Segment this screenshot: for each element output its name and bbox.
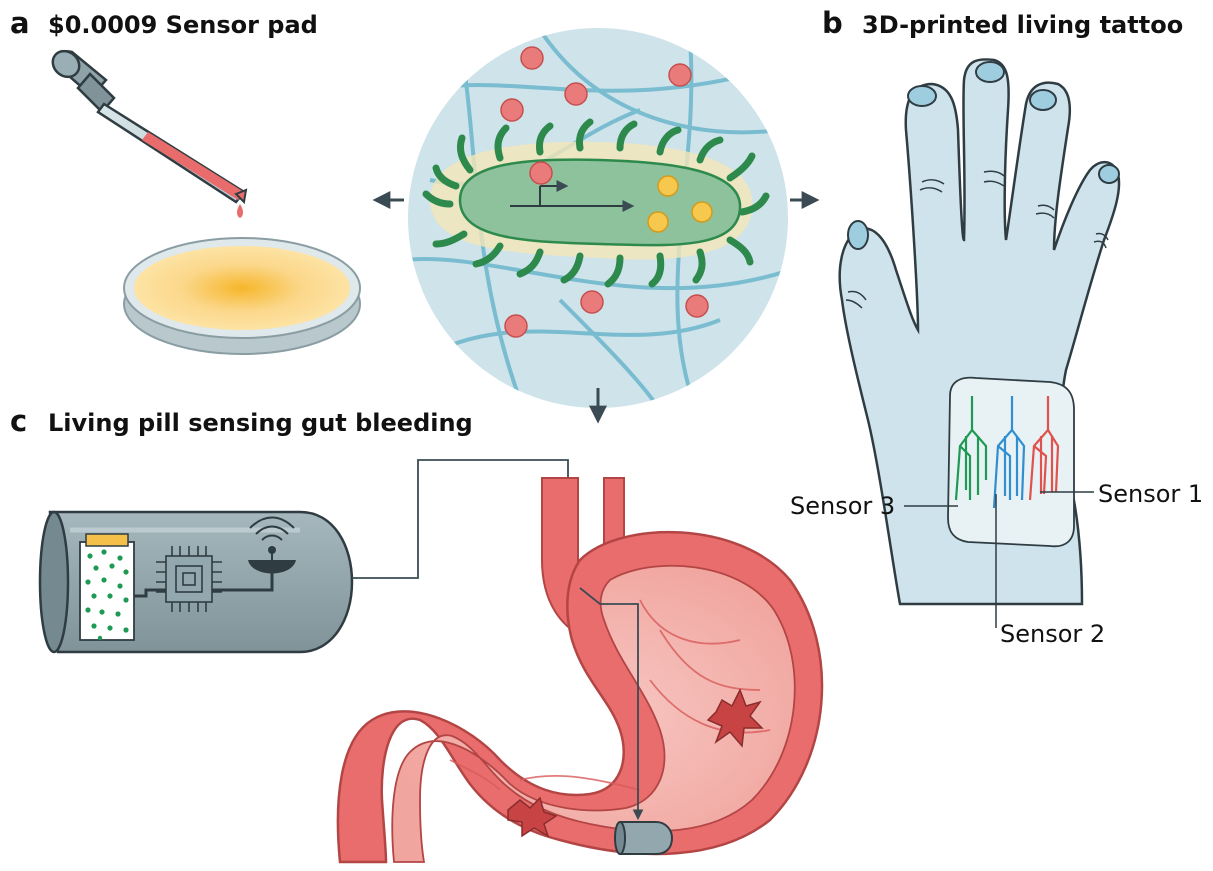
hand-icon [838,58,1121,628]
hydrogel-circle [408,28,788,408]
capsule-in-stomach-icon [614,821,674,855]
dropper-icon [51,49,248,218]
sensor-1-label: Sensor 1 [1098,480,1203,508]
panel-b-letter: b [822,6,843,40]
bacteria-dots [85,549,129,641]
petri-dish-icon [123,237,361,355]
capsule-icon [38,510,354,654]
bleeding-site-2 [507,796,558,838]
sensor-3-label: Sensor 3 [790,492,895,520]
pill-path-line [352,459,574,579]
chip-icon [156,546,222,612]
sensor-2-trace [992,396,1026,509]
panel-a-title: $0.0009 Sensor pad [48,11,318,39]
bacterium-icon [422,118,770,288]
stomach-icon [336,477,824,864]
bleeding-site-1 [706,688,764,748]
flow-arrows [372,191,820,424]
sensor-2-label: Sensor 2 [1000,620,1105,648]
panel-c-letter: c [10,404,27,438]
panel-b-title: 3D-printed living tattoo [862,11,1183,39]
panel-a-letter: a [10,6,30,40]
sensor-1-trace [1028,396,1060,501]
panel-c-title: Living pill sensing gut bleeding [48,409,473,437]
sensor-3-trace [954,396,988,501]
target-molecules [500,46,709,338]
antenna-icon [248,516,296,574]
